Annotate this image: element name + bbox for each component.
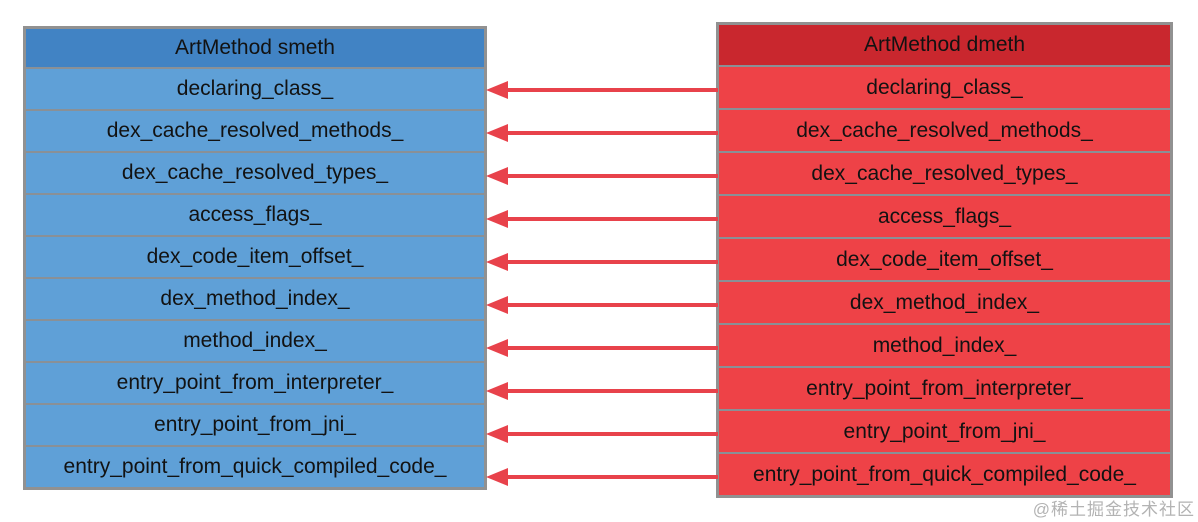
- left-arrow-icon: [486, 210, 718, 228]
- smeth-row-access-flags: access_flags_: [26, 193, 484, 235]
- dmeth-table-header: ArtMethod dmeth: [719, 25, 1170, 65]
- dmeth-row-entry-point-from-quick-compiled-code: entry_point_from_quick_compiled_code_: [719, 452, 1170, 495]
- left-arrow-icon: [486, 339, 718, 357]
- left-arrow-icon: [486, 167, 718, 185]
- smeth-row-entry-point-from-jni: entry_point_from_jni_: [26, 403, 484, 445]
- smeth-row-entry-point-from-quick-compiled-code: entry_point_from_quick_compiled_code_: [26, 445, 484, 487]
- left-arrow-icon: [486, 124, 718, 142]
- dmeth-row-declaring-class: declaring_class_: [719, 65, 1170, 108]
- smeth-row-method-index: method_index_: [26, 319, 484, 361]
- smeth-table: ArtMethod smeth declaring_class_ dex_cac…: [23, 26, 487, 490]
- smeth-row-dex-code-item-offset: dex_code_item_offset_: [26, 235, 484, 277]
- dmeth-row-entry-point-from-jni: entry_point_from_jni_: [719, 409, 1170, 452]
- smeth-row-declaring-class: declaring_class_: [26, 67, 484, 109]
- left-arrow-icon: [486, 253, 718, 271]
- dmeth-row-dex-cache-resolved-types: dex_cache_resolved_types_: [719, 151, 1170, 194]
- dmeth-row-access-flags: access_flags_: [719, 194, 1170, 237]
- smeth-row-dex-cache-resolved-methods: dex_cache_resolved_methods_: [26, 109, 484, 151]
- arrow-layer: [486, 0, 718, 522]
- dmeth-table: ArtMethod dmeth declaring_class_ dex_cac…: [716, 22, 1173, 498]
- dmeth-row-method-index: method_index_: [719, 323, 1170, 366]
- smeth-table-header: ArtMethod smeth: [26, 29, 484, 67]
- watermark: @稀土掘金技术社区: [1032, 500, 1195, 519]
- smeth-row-dex-cache-resolved-types: dex_cache_resolved_types_: [26, 151, 484, 193]
- left-arrow-icon: [486, 296, 718, 314]
- smeth-row-dex-method-index: dex_method_index_: [26, 277, 484, 319]
- left-arrow-icon: [486, 81, 718, 99]
- left-arrow-icon: [486, 468, 718, 486]
- left-arrow-icon: [486, 382, 718, 400]
- dmeth-row-dex-code-item-offset: dex_code_item_offset_: [719, 237, 1170, 280]
- dmeth-row-entry-point-from-interpreter: entry_point_from_interpreter_: [719, 366, 1170, 409]
- dmeth-row-dex-method-index: dex_method_index_: [719, 280, 1170, 323]
- left-arrow-icon: [486, 425, 718, 443]
- smeth-row-entry-point-from-interpreter: entry_point_from_interpreter_: [26, 361, 484, 403]
- dmeth-row-dex-cache-resolved-methods: dex_cache_resolved_methods_: [719, 108, 1170, 151]
